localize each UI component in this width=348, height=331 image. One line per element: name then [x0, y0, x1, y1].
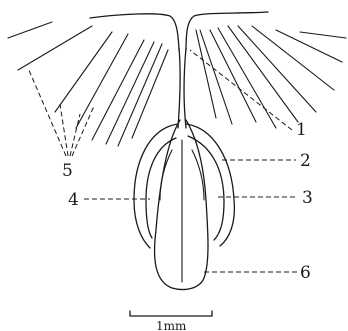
leader-5d — [72, 106, 94, 156]
label-5: 5 — [62, 161, 73, 181]
inner-layer-right — [188, 136, 224, 240]
right-hair — [218, 28, 276, 128]
right-hair — [196, 30, 216, 118]
label-3: 3 — [302, 188, 313, 208]
left-hair — [18, 26, 92, 70]
label-4: 4 — [68, 190, 79, 210]
left-hair — [55, 32, 112, 112]
right-hair — [210, 30, 256, 122]
left-hair — [92, 40, 144, 140]
label-6: 6 — [300, 263, 311, 283]
scale-bar: 1mm — [130, 311, 212, 331]
stalk-right — [184, 48, 186, 128]
right-radiating-hairs — [196, 26, 346, 128]
left-hair — [8, 22, 52, 38]
stalk-left — [178, 48, 180, 128]
right-hair — [276, 30, 342, 62]
inner-stroke-right — [192, 150, 204, 200]
central-body — [155, 120, 208, 290]
label-2: 2 — [300, 151, 311, 171]
left-hair — [132, 50, 168, 138]
right-hair — [252, 26, 334, 90]
scale-bar-label: 1mm — [156, 319, 187, 331]
left-radiating-hairs — [8, 22, 168, 146]
leader-5a — [28, 68, 66, 156]
leader-1 — [190, 50, 292, 130]
left-hair — [118, 44, 162, 146]
right-hair — [300, 32, 346, 38]
label-1: 1 — [296, 120, 307, 140]
right-hair — [238, 26, 316, 112]
leader-5b — [60, 104, 68, 156]
left-hair — [106, 42, 154, 144]
outer-envelope-right — [186, 124, 234, 246]
leader-5c — [70, 114, 80, 156]
